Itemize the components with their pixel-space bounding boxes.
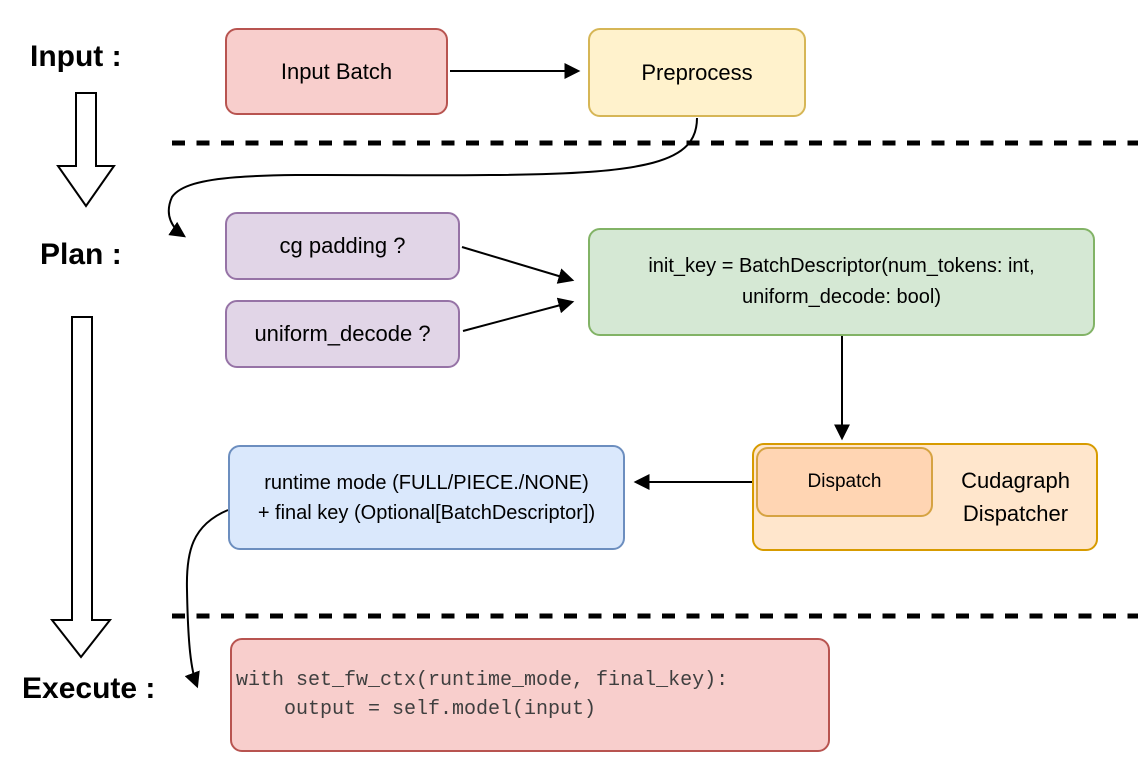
execute-code-line1: with set_fw_ctx(runtime_mode, final_key)…: [236, 669, 729, 692]
runtime-mode-node: runtime mode (FULL/PIECE./NONE) + final …: [228, 445, 625, 550]
preprocess-node: Preprocess: [588, 28, 806, 117]
execute-code-line2: output = self.model(input): [236, 698, 597, 721]
arrow-uniform-decode-to-init-key: [462, 297, 575, 332]
cg-padding-node: cg padding ?: [225, 212, 460, 280]
arrow-cg-padding-to-init-key: [461, 246, 575, 284]
cudagraph-dispatcher-label: Cudagraph Dispatcher: [933, 443, 1098, 551]
uniform-decode-node: uniform_decode ?: [225, 300, 460, 368]
execute-code-node: with set_fw_ctx(runtime_mode, final_key)…: [230, 638, 830, 752]
init-key-line2: uniform_decode: bool): [741, 286, 941, 308]
dispatch-label: Dispatch: [807, 471, 882, 492]
uniform-decode-label: uniform_decode ?: [254, 321, 431, 346]
plan-to-execute-down-arrow: [49, 316, 113, 659]
cudagraph-dispatcher-line1: Cudagraph: [961, 468, 1070, 493]
input-stage-down-arrow: [56, 92, 116, 208]
preprocess-label: Preprocess: [641, 59, 753, 85]
runtime-mode-line2: + final key (Optional[BatchDescriptor]): [257, 501, 596, 524]
runtime-mode-line1: runtime mode (FULL/PIECE./NONE): [264, 471, 589, 494]
input-batch-label: Input Batch: [280, 58, 393, 84]
input-batch-node: Input Batch: [225, 28, 448, 115]
init-key-node: init_key = BatchDescriptor(num_tokens: i…: [588, 228, 1095, 336]
stage-label-execute: Execute :: [22, 672, 156, 705]
dispatch-node: Dispatch: [756, 447, 933, 517]
init-key-line1: init_key = BatchDescriptor(num_tokens: i…: [648, 255, 1035, 277]
cudagraph-dispatcher-line2: Dispatcher: [962, 501, 1069, 526]
stage-label-plan: Plan :: [40, 238, 122, 271]
arrow-preprocess-to-cg-padding: [167, 117, 698, 238]
cg-padding-label: cg padding ?: [279, 233, 406, 258]
stage-label-input: Input :: [30, 40, 122, 73]
arrow-runtime-mode-to-execute-code: [184, 509, 229, 689]
